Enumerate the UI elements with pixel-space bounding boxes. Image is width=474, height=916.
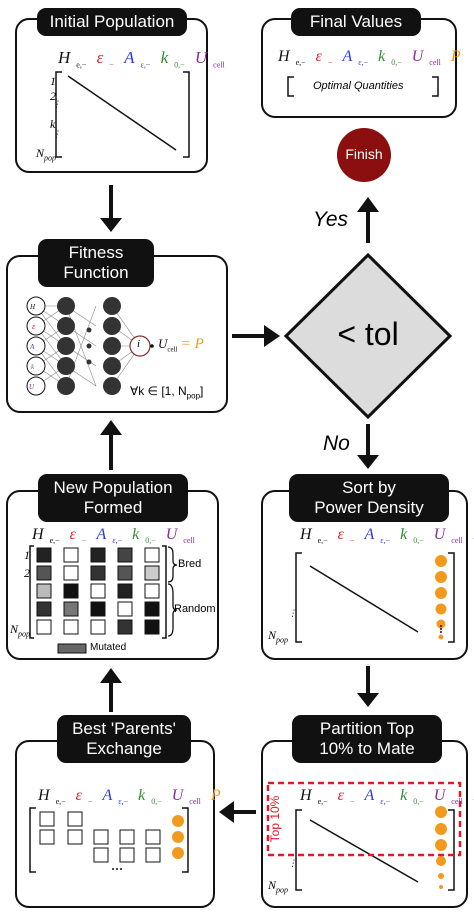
initial-matrix <box>55 71 190 158</box>
new-population-title: New Population Formed <box>38 474 188 522</box>
yes-label: Yes <box>313 208 349 231</box>
top10-label: Top 10% <box>268 795 282 843</box>
sort-var-header: He,− ε− Aε,− k0,− Ucell P <box>300 526 474 546</box>
partition-matrix <box>266 781 462 891</box>
partition-row-npop: Npop <box>268 878 289 895</box>
mutated-label: Mutated <box>90 642 127 653</box>
fitness-output-eq: Ucell = P <box>158 336 204 354</box>
newpop-row-npop: Npop <box>10 622 31 639</box>
arrow-newpop-to-fitness <box>100 420 122 470</box>
finish-label[interactable]: Finish <box>345 146 383 162</box>
svg-text:A: A <box>29 343 35 351</box>
neural-network: H ε A k U <box>26 296 154 396</box>
finish-circle[interactable] <box>337 128 391 182</box>
newpop-row-1: 1 <box>24 548 30 562</box>
svg-text:k: k <box>31 363 35 371</box>
arrow-partition-to-parents <box>219 801 256 823</box>
arrow-tol-to-finish <box>357 197 379 243</box>
initial-row-k: k <box>50 117 56 131</box>
sort-matrix <box>295 552 455 643</box>
parents-title: Best 'Parents' Exchange <box>57 715 191 763</box>
parents-squares <box>29 807 189 873</box>
arrow-initial-to-fitness <box>100 185 122 232</box>
no-label: No <box>323 432 350 455</box>
tolerance-diamond <box>283 252 453 420</box>
fitness-function-title: Fitness Function <box>38 239 154 287</box>
top10-highlight <box>266 781 462 857</box>
initial-row-1: 1 <box>50 74 56 88</box>
arrow-tol-to-sort <box>357 424 379 469</box>
optimal-quantities: Optimal Quantities <box>313 80 404 92</box>
arrow-sort-to-partition <box>357 666 379 707</box>
partition-var-header: He,− ε− Aε,− k0,− Ucell P <box>300 787 474 807</box>
newpop-row-2: 2 <box>24 566 30 580</box>
forall-label: ∀k ∈ [1, Npop] <box>130 384 204 401</box>
initial-row-dots: ⋮ <box>52 99 61 109</box>
arrow-fitness-to-tol <box>232 325 280 347</box>
initial-row-npop: Npop <box>36 146 57 163</box>
random-label: Random <box>174 603 216 615</box>
initial-population-title: Initial Population <box>37 8 187 36</box>
var-eps: ε− <box>96 48 114 70</box>
partition-row-dots: ⋮ <box>288 858 297 868</box>
initial-row-dots-2: ⋮ <box>52 129 61 139</box>
arrow-parents-to-newpop <box>100 668 122 712</box>
svg-text:H: H <box>29 303 36 311</box>
bred-label: Bred <box>178 558 202 570</box>
svg-text:U: U <box>29 383 35 391</box>
partition-title: Partition Top 10% to Mate <box>292 715 442 763</box>
initial-row-2: 2 <box>50 89 56 103</box>
neuron-i-label: i <box>137 338 141 350</box>
final-brackets <box>287 76 439 97</box>
sort-row-dots: ⋮ <box>288 608 297 618</box>
new-population-grid <box>29 545 178 654</box>
svg-text:ε: ε <box>32 322 36 331</box>
sort-title: Sort by Power Density <box>289 474 449 522</box>
tol-label: < tol <box>337 316 399 352</box>
sort-row-npop: Npop <box>268 628 289 645</box>
final-values-title: Final Values <box>291 8 421 36</box>
